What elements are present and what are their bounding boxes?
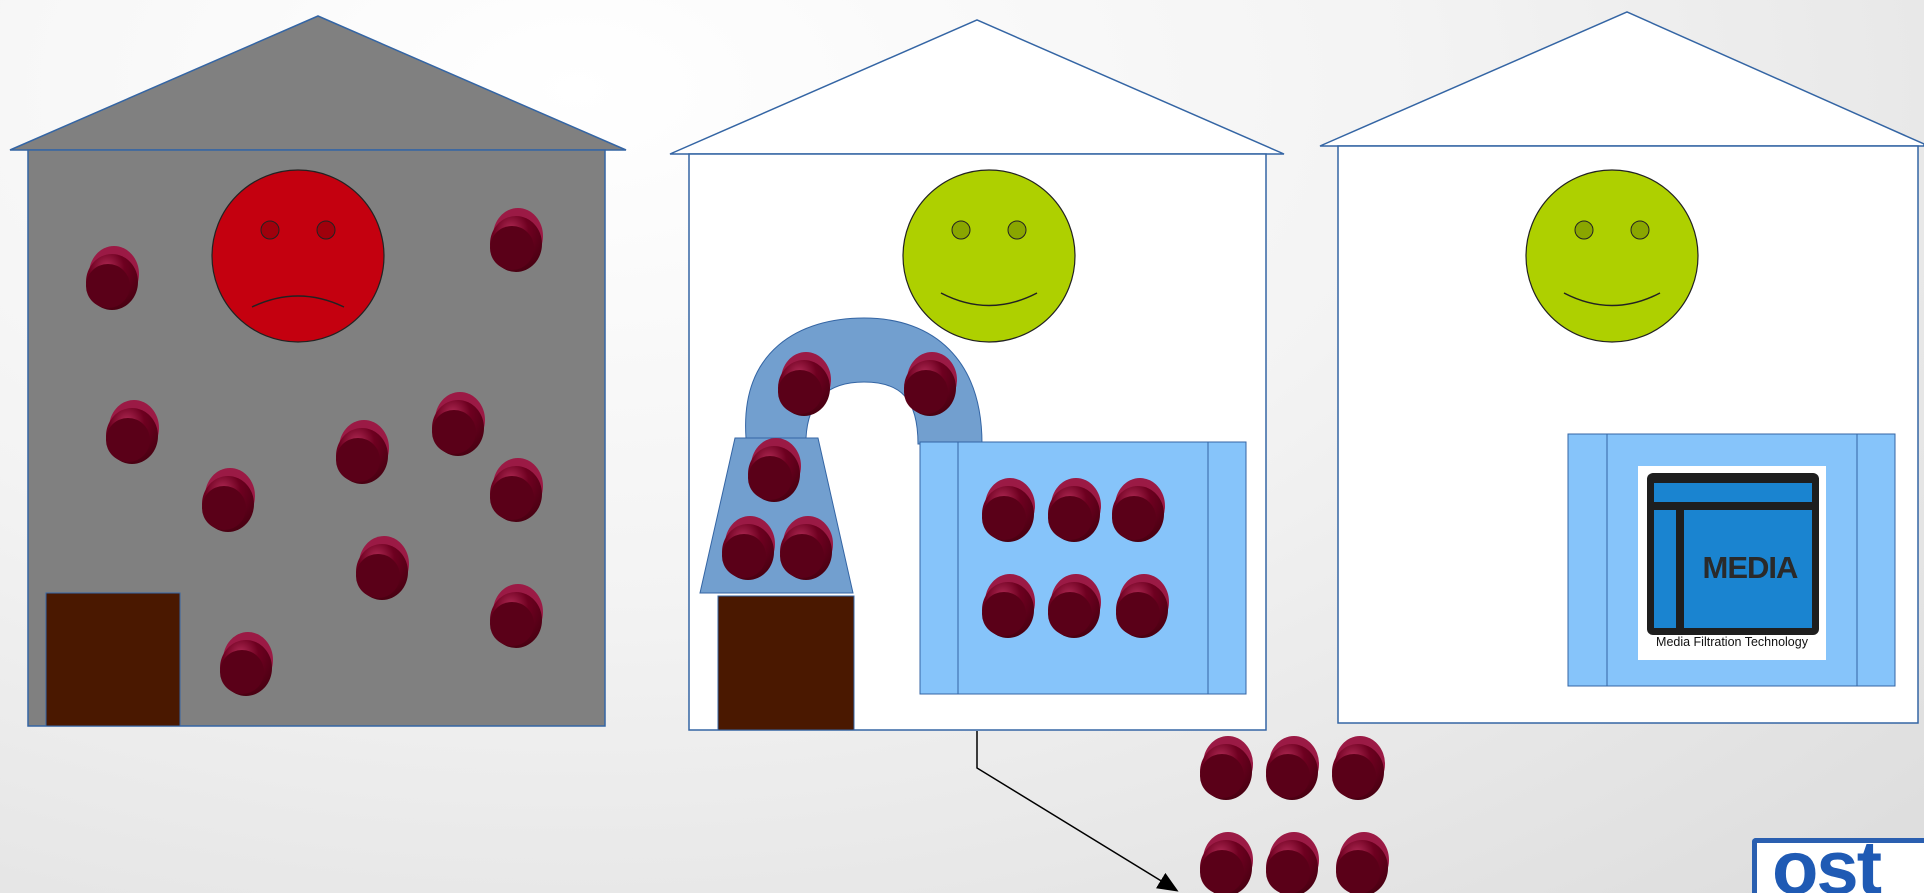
- particle: [1336, 832, 1389, 893]
- happy-face-icon: [1526, 170, 1698, 342]
- house-2-door: [718, 596, 854, 730]
- brand-logo-text: ost: [1772, 838, 1880, 893]
- sad-face-icon: [212, 170, 384, 342]
- house-3-roof: [1320, 12, 1924, 146]
- particle: [1200, 832, 1253, 893]
- media-logo-word: MEDIA: [1703, 550, 1799, 585]
- happy-face-icon: [903, 170, 1075, 342]
- house-media-filter: MEDIA: [1320, 12, 1924, 723]
- media-logo: MEDIA: [1638, 466, 1826, 660]
- house-2-roof: [670, 20, 1284, 154]
- house-traditional-filter: [670, 20, 1284, 890]
- particle: [1266, 832, 1319, 893]
- particle: [1200, 736, 1253, 800]
- particle: [1266, 736, 1319, 800]
- exhaust-arrow: [977, 731, 1176, 890]
- particle: [1332, 736, 1385, 800]
- expelled-particles: [1200, 736, 1389, 893]
- house-1-door: [46, 593, 180, 726]
- house-1-roof: [10, 16, 626, 150]
- house-polluted: [10, 16, 626, 726]
- media-logo-caption: Media Filtration Technology: [1638, 634, 1826, 650]
- brand-logo: ost: [1752, 838, 1924, 893]
